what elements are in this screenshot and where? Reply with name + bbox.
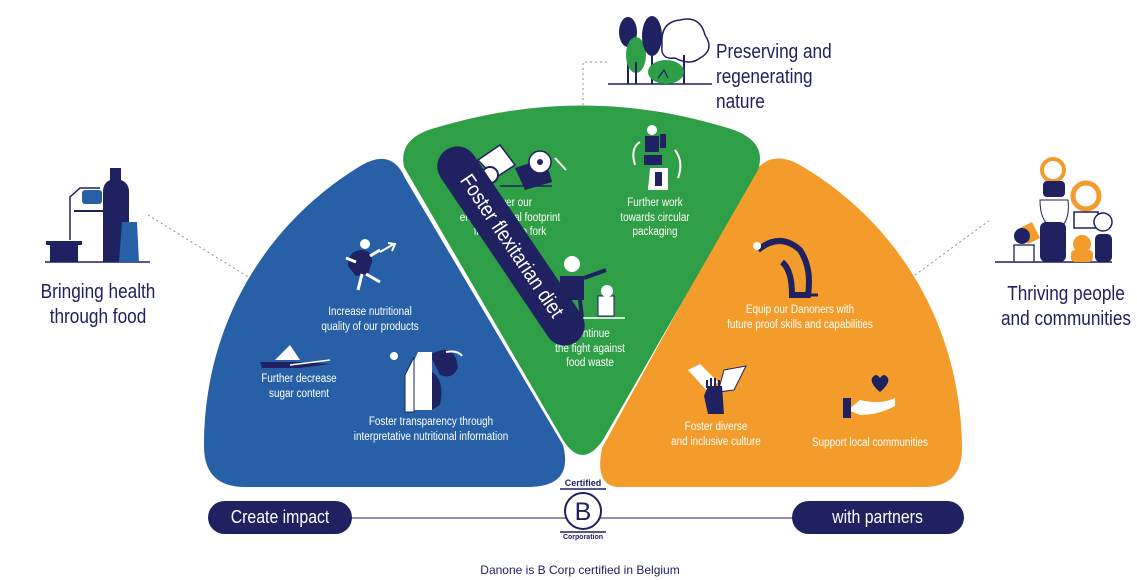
text-future-skills-line2: future proof skills and capabilities bbox=[727, 318, 873, 331]
text-circular-packaging-line1: Further work bbox=[627, 197, 683, 209]
text-food-waste-line3: food waste bbox=[566, 357, 614, 370]
label-preserving-nature-line1: Preserving and bbox=[716, 41, 832, 63]
connector-lines bbox=[147, 61, 991, 279]
create-impact-pill: Create impact bbox=[208, 501, 352, 534]
blue-segment bbox=[203, 158, 566, 487]
text-nutritional-quality: Increase nutritional quality of our prod… bbox=[301, 305, 439, 334]
people-group-icon bbox=[995, 157, 1113, 263]
label-preserving-nature: Preserving and regenerating nature bbox=[716, 40, 854, 115]
stretching-person-icon bbox=[753, 238, 818, 298]
text-sugar-content: Further decrease sugar content bbox=[243, 372, 355, 401]
text-local-communities-line1: Support local communities bbox=[812, 437, 928, 449]
text-sugar-content-line1: Further decrease bbox=[261, 373, 337, 385]
create-impact-label: Create impact bbox=[230, 507, 330, 527]
bcorp-corporation-text: Corporation bbox=[562, 534, 604, 541]
bcorp-logo: B bbox=[560, 488, 606, 533]
label-thriving-people-line2: and communities bbox=[1000, 308, 1132, 330]
text-circular-packaging-line2: towards circular bbox=[620, 211, 690, 224]
text-circular-packaging-line3: packaging bbox=[632, 226, 678, 239]
label-bringing-health-line1: Bringing health bbox=[40, 281, 156, 303]
recycle-person-icon bbox=[632, 125, 682, 190]
forest-trees-icon bbox=[608, 16, 712, 85]
diverse-hands-icon bbox=[688, 364, 747, 414]
sugar-spoon-icon bbox=[260, 345, 331, 368]
with-partners-label: with partners bbox=[832, 507, 924, 527]
label-thriving-people-line1: Thriving people bbox=[1007, 283, 1125, 305]
text-local-communities: Support local communities bbox=[810, 436, 930, 451]
heart-hand-icon bbox=[843, 375, 895, 418]
text-future-skills: Equip our Danoners with future proof ski… bbox=[714, 303, 886, 332]
text-nutritional-transparency-line2: interpretative nutritional information bbox=[353, 430, 509, 443]
text-future-skills-line1: Equip our Danoners with bbox=[745, 304, 855, 316]
text-nutritional-quality-line1: Increase nutritional bbox=[328, 306, 412, 318]
text-nutritional-quality-line2: quality of our products bbox=[321, 320, 419, 333]
milk-carton-icon bbox=[390, 349, 463, 413]
text-inclusive-culture-line2: and inclusive culture bbox=[671, 435, 761, 448]
label-preserving-nature-line2: regenerating nature bbox=[716, 66, 813, 113]
running-person-icon bbox=[345, 239, 397, 291]
bottle-glass-icon bbox=[45, 168, 150, 263]
text-circular-packaging: Further work towards circular packaging bbox=[608, 196, 703, 240]
text-sugar-content-line2: sugar content bbox=[269, 387, 329, 400]
bcorp-letter: B bbox=[575, 498, 592, 526]
connector-health bbox=[147, 214, 251, 279]
text-nutritional-transparency: Foster transparency through interpretati… bbox=[337, 415, 524, 444]
connector-people bbox=[914, 219, 991, 276]
label-thriving-people: Thriving people and communities bbox=[1001, 282, 1132, 332]
label-bringing-health: Bringing health through food bbox=[38, 280, 158, 330]
footer-note: Danone is B Corp certified in Belgium bbox=[480, 563, 680, 577]
text-food-waste-line2: the fight against bbox=[555, 342, 625, 355]
text-inclusive-culture-line1: Foster diverse bbox=[684, 421, 748, 433]
text-nutritional-transparency-line1: Foster transparency through bbox=[368, 416, 494, 428]
label-bringing-health-line2: through food bbox=[49, 306, 147, 328]
bcorp-circle bbox=[564, 492, 602, 530]
bcorp-certified-text: Certified bbox=[564, 478, 602, 488]
with-partners-pill: with partners bbox=[792, 501, 964, 534]
text-inclusive-culture: Foster diverse and inclusive culture bbox=[664, 420, 767, 449]
